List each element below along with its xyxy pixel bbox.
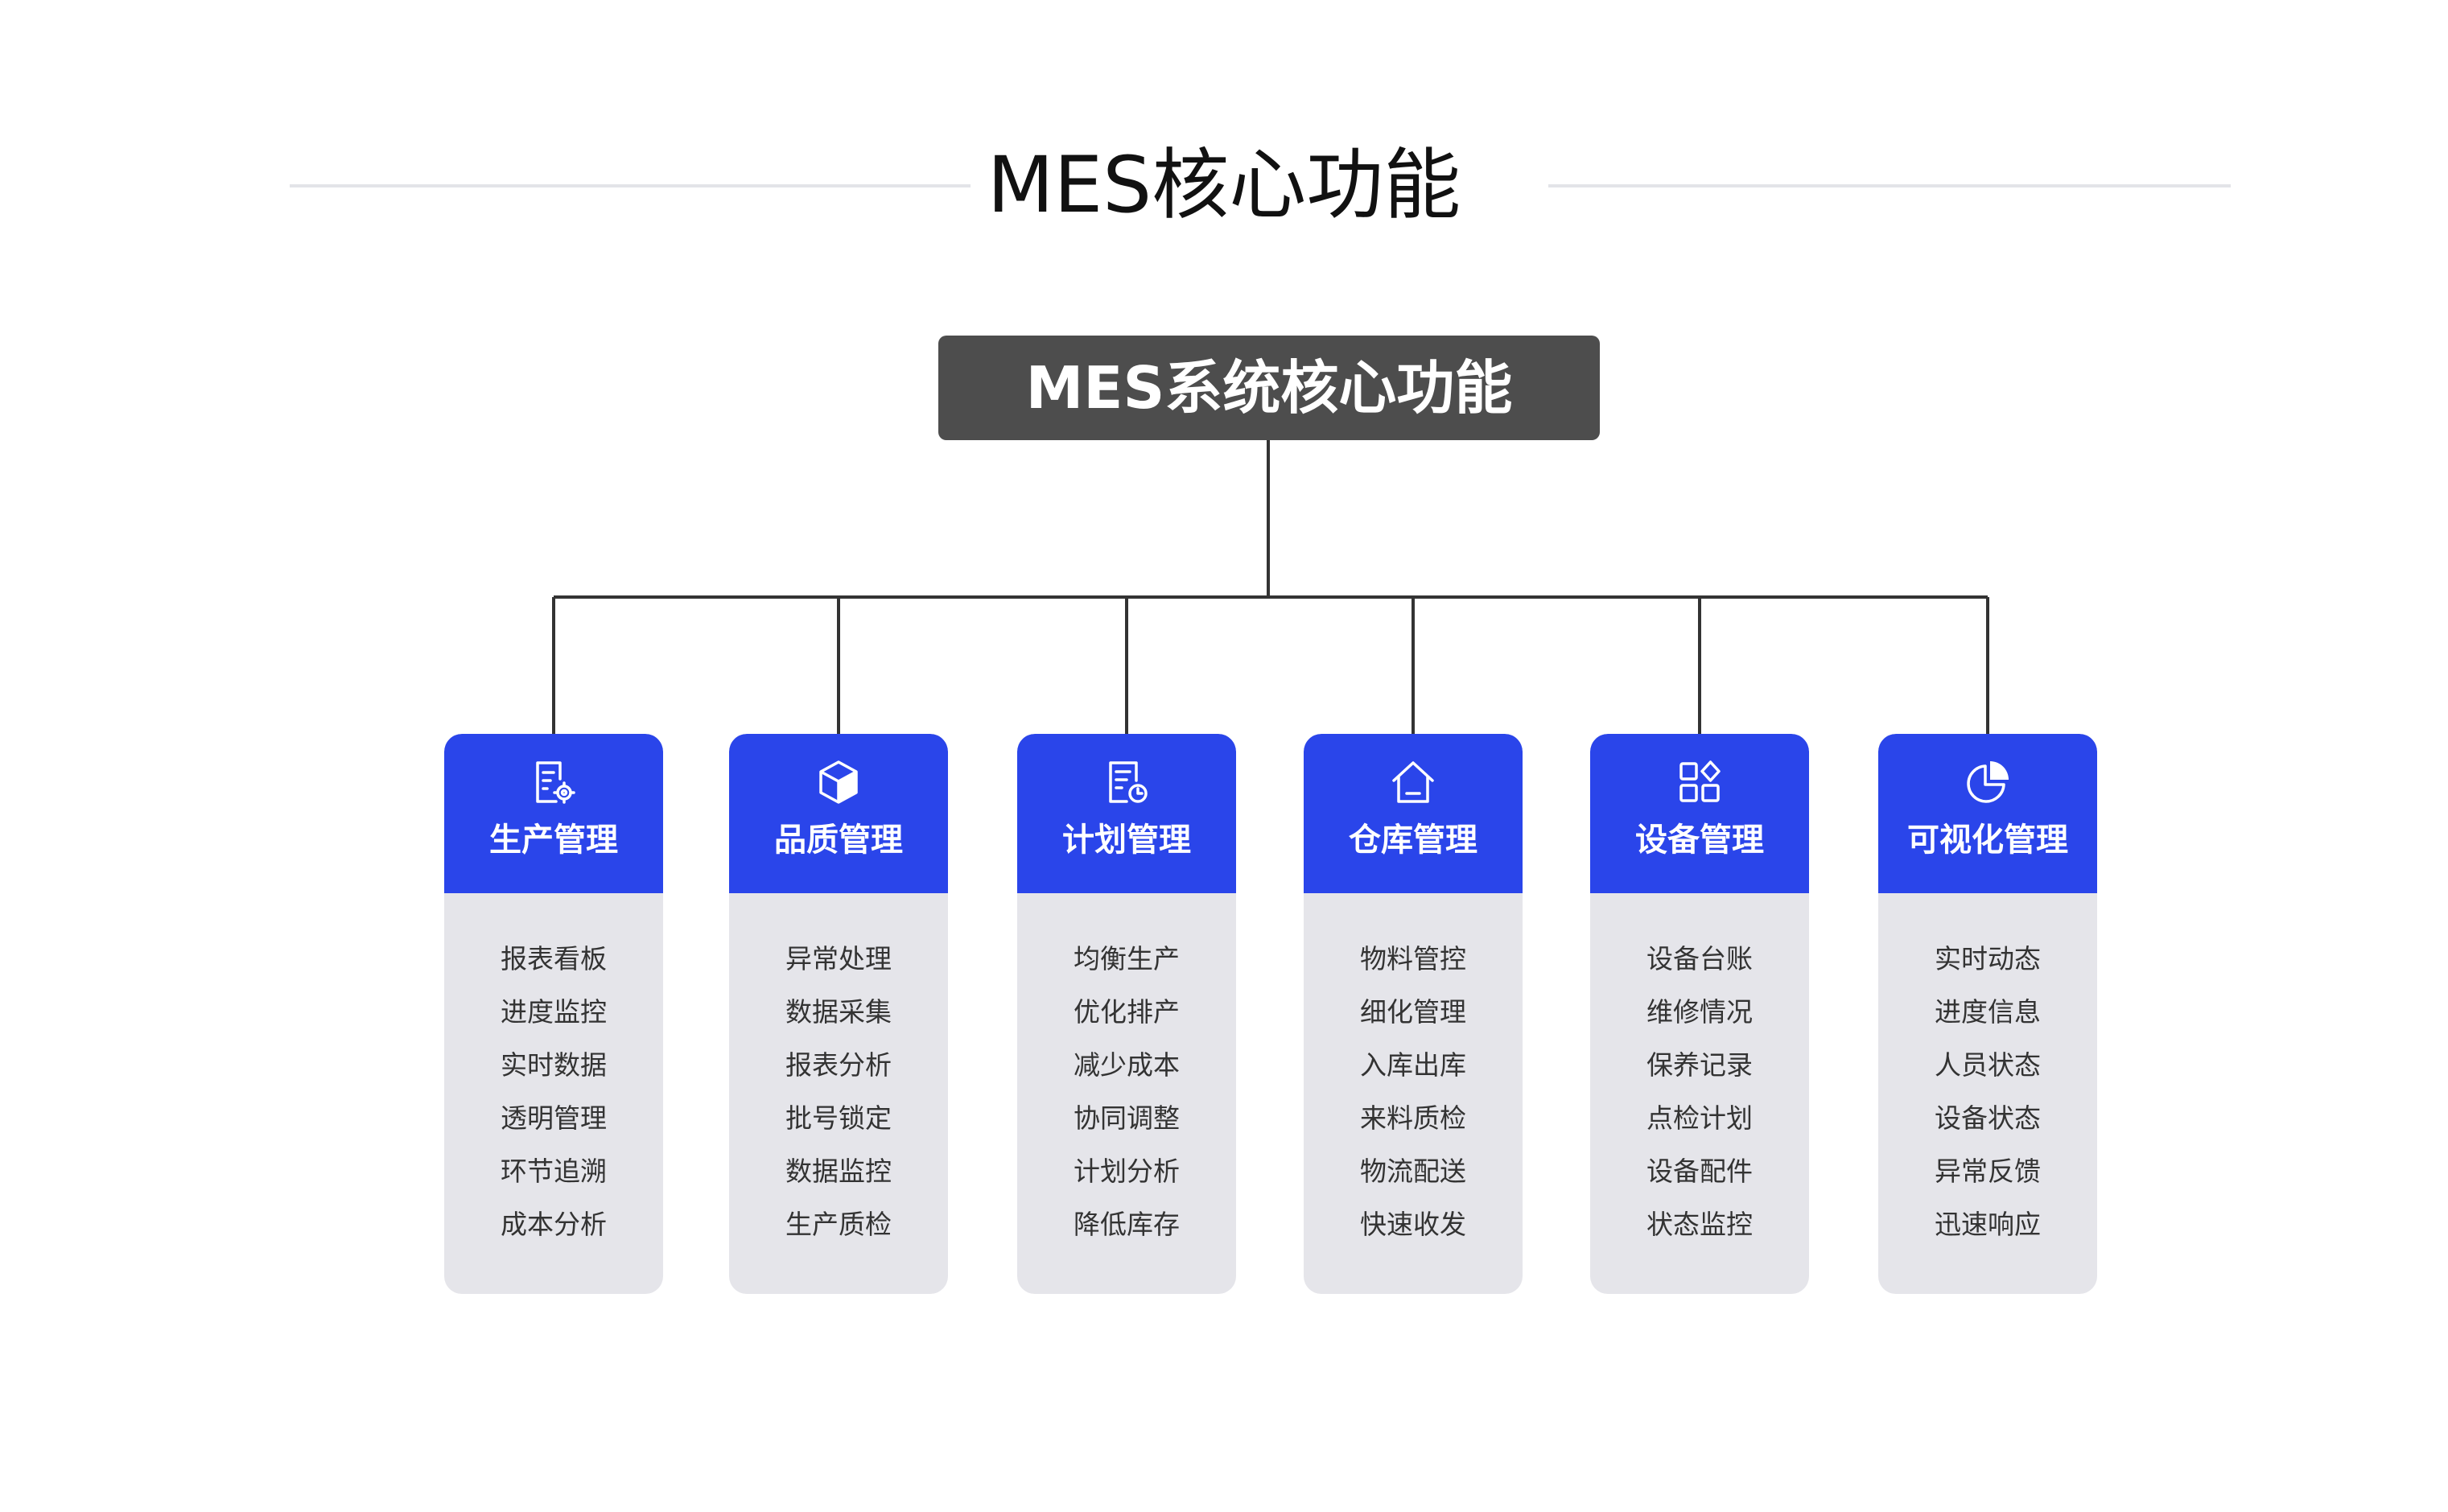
card-title: 设备管理 <box>1635 822 1764 859</box>
list-item: 透明管理 <box>501 1102 607 1134</box>
card-item-list: 物料管控 细化管理 入库出库 来料质检 物流配送 快速收发 <box>1304 937 1523 1255</box>
list-item: 计划分析 <box>1074 1156 1180 1187</box>
module-card-warehouse: 仓库管理 物料管控 细化管理 入库出库 来料质检 物流配送 快速收发 <box>1304 734 1523 1294</box>
list-item: 快速收发 <box>1360 1209 1466 1240</box>
card-title: 计划管理 <box>1062 822 1191 859</box>
card-header: 品质管理 <box>729 734 948 893</box>
card-item-list: 设备台账 维修情况 保养记录 点检计划 设备配件 状态监控 <box>1590 937 1809 1255</box>
list-item: 批号锁定 <box>785 1102 892 1134</box>
card-title: 可视化管理 <box>1907 822 2068 859</box>
list-item: 来料质检 <box>1360 1102 1466 1134</box>
list-item: 环节追溯 <box>501 1156 607 1187</box>
list-item: 报表看板 <box>501 943 607 974</box>
card-item-list: 均衡生产 优化排产 减少成本 协同调整 计划分析 降低库存 <box>1017 937 1236 1255</box>
list-item: 均衡生产 <box>1074 943 1180 974</box>
module-card-planning: 计划管理 均衡生产 优化排产 减少成本 协同调整 计划分析 降低库存 <box>1017 734 1236 1294</box>
title-divider-left <box>290 184 971 187</box>
card-title: 生产管理 <box>489 822 618 859</box>
pie-chart-icon <box>1967 761 2009 803</box>
list-item: 降低库存 <box>1074 1209 1180 1240</box>
module-card-equipment: 设备管理 设备台账 维修情况 保养记录 点检计划 设备配件 状态监控 <box>1590 734 1809 1294</box>
list-item: 实时动态 <box>1935 943 2041 974</box>
box-icon <box>819 760 858 804</box>
list-item: 实时数据 <box>501 1049 607 1081</box>
module-card-quality: 品质管理 异常处理 数据采集 报表分析 批号锁定 数据监控 生产质检 <box>729 734 948 1294</box>
card-item-list: 实时动态 进度信息 人员状态 设备状态 异常反馈 迅速响应 <box>1878 937 2097 1255</box>
list-item: 物流配送 <box>1360 1156 1466 1187</box>
card-item-list: 异常处理 数据采集 报表分析 批号锁定 数据监控 生产质检 <box>729 937 948 1255</box>
list-item: 维修情况 <box>1646 996 1753 1028</box>
card-item-list: 报表看板 进度监控 实时数据 透明管理 环节追溯 成本分析 <box>444 937 663 1255</box>
list-item: 保养记录 <box>1646 1049 1753 1081</box>
list-item: 减少成本 <box>1074 1049 1180 1081</box>
list-item: 入库出库 <box>1360 1049 1466 1081</box>
list-item: 数据监控 <box>785 1156 892 1187</box>
module-card-visualization: 可视化管理 实时动态 进度信息 人员状态 设备状态 异常反馈 迅速响应 <box>1878 734 2097 1294</box>
card-title: 品质管理 <box>774 822 903 859</box>
page-title: MES核心功能 <box>987 140 1461 230</box>
card-header: 仓库管理 <box>1304 734 1523 893</box>
card-header: 设备管理 <box>1590 734 1809 893</box>
list-item: 进度监控 <box>501 996 607 1028</box>
list-item: 异常反馈 <box>1935 1156 2041 1187</box>
list-item: 人员状态 <box>1935 1049 2041 1081</box>
card-header: 计划管理 <box>1017 734 1236 893</box>
card-header: 可视化管理 <box>1878 734 2097 893</box>
list-item: 细化管理 <box>1360 996 1466 1028</box>
document-clock-icon <box>1109 761 1148 803</box>
list-item: 设备状态 <box>1935 1102 2041 1134</box>
root-node: MES系统核心功能 <box>938 336 1600 440</box>
list-item: 优化排产 <box>1074 996 1180 1028</box>
list-item: 成本分析 <box>501 1209 607 1240</box>
title-divider-right <box>1548 184 2231 187</box>
card-header: 生产管理 <box>444 734 663 893</box>
list-item: 报表分析 <box>785 1049 892 1081</box>
list-item: 迅速响应 <box>1935 1209 2041 1240</box>
report-gear-icon <box>536 761 575 804</box>
card-title: 仓库管理 <box>1349 822 1477 859</box>
list-item: 生产质检 <box>785 1209 892 1240</box>
list-item: 设备配件 <box>1646 1156 1753 1187</box>
list-item: 协同调整 <box>1074 1102 1180 1134</box>
list-item: 设备台账 <box>1646 943 1753 974</box>
module-card-production: 生产管理 报表看板 进度监控 实时数据 透明管理 环节追溯 成本分析 <box>444 734 663 1294</box>
list-item: 物料管控 <box>1360 943 1466 974</box>
apps-grid-icon <box>1679 760 1721 802</box>
list-item: 数据采集 <box>785 996 892 1028</box>
list-item: 异常处理 <box>785 943 892 974</box>
house-icon <box>1392 761 1434 803</box>
list-item: 进度信息 <box>1935 996 2041 1028</box>
list-item: 状态监控 <box>1646 1209 1753 1240</box>
list-item: 点检计划 <box>1646 1102 1753 1134</box>
